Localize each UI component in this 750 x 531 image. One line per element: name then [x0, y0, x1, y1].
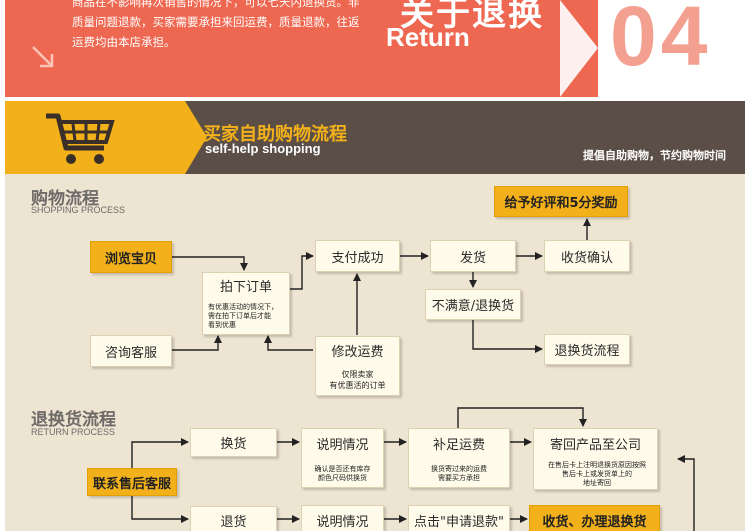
corner-arrow-icon: [32, 46, 54, 68]
step-unsatisfied: 不满意/退换货: [425, 289, 521, 320]
step-order: 拍下订单: [219, 280, 272, 295]
header-slogan: 提倡自助购物，节约购物时间: [583, 149, 726, 162]
banner-line: 商品在不影响再次销售的情况下，可以七天内退换货。非: [72, 0, 360, 9]
section-number: 04: [610, 0, 712, 83]
return-section-subtitle: RETURN PROCESS: [31, 427, 116, 437]
pay-note-line: 换货寄过来的运费: [431, 465, 487, 473]
order-note-line: 有优惠活动的情况下，: [208, 303, 278, 311]
order-note: 有优惠活动的情况下， 需在拍下订单后才能 看到优惠: [208, 303, 288, 330]
step-reward: 给予好评和5分奖励: [494, 186, 628, 217]
header-title: 买家自助购物流程: [203, 124, 347, 145]
step-ship: 发货: [430, 240, 516, 272]
header-arrow: [185, 101, 207, 174]
step-pay-box: [408, 428, 510, 488]
step-paid: 支付成功: [315, 240, 400, 272]
header-subtitle: self-help shopping: [205, 141, 321, 156]
step-consult: 咨询客服: [90, 335, 172, 367]
modify-note-line: 有优惠活的订单: [329, 381, 386, 390]
step-receive: 收货、办理退换货: [529, 505, 660, 531]
step-order-box: [202, 272, 290, 335]
send-note: 在售后卡上注明退换货原因按照 售后卡上或发货单上的 地址寄回: [536, 461, 658, 488]
shopping-section-title: 购物流程: [31, 189, 99, 209]
step-return-flow: 退换货流程: [544, 334, 630, 365]
explain1-note: 确认是否还有库存 颜色尺码供换货: [301, 465, 384, 483]
shopping-cart-icon: [46, 113, 115, 164]
order-note-line: 看到优惠: [208, 321, 236, 329]
step-exchange: 换货: [190, 428, 277, 457]
send-note-line: 在售后卡上注明退换货原因按照: [548, 461, 646, 469]
step-browse: 浏览宝贝: [90, 241, 172, 273]
step-modify: 修改运费: [331, 345, 384, 360]
banner-line: 运费均由本店承担。: [72, 35, 176, 49]
number-panel: [598, 0, 745, 97]
modify-note: 仅限卖家 有优惠活的订单: [315, 369, 400, 391]
order-note-line: 需在拍下订单后才能: [208, 312, 271, 320]
step-apply-refund: 点击"申请退款": [408, 505, 510, 531]
step-send-box: [533, 428, 658, 490]
pay-note-line: 需要买方承担: [438, 474, 480, 482]
banner-title-en: Return: [386, 22, 470, 52]
explain1-note-line: 确认是否还有库存: [314, 465, 371, 473]
send-note-line: 地址寄回: [583, 479, 611, 487]
step-explain1: 说明情况: [316, 438, 369, 453]
banner-line: 质量问题退款，买家需要承担来回运费，质量退款，往返: [72, 15, 360, 29]
step-pay-shipping: 补足运费: [432, 438, 485, 453]
shopping-section-subtitle: SHOPPING PROCESS: [31, 205, 126, 215]
step-contact-service: 联系售后客服: [87, 468, 177, 496]
modify-note-line: 仅限卖家: [341, 370, 374, 379]
step-explain2: 说明情况: [301, 505, 384, 531]
banner-notch: [560, 0, 598, 97]
step-modify-box: [315, 336, 400, 396]
explain1-note-line: 颜色尺码供换货: [318, 474, 367, 482]
banner-text: 商品在不影响再次销售的情况下，可以七天内退换货。非 质量问题退款，买家需要承担来…: [72, 0, 372, 52]
step-confirm: 收货确认: [544, 240, 630, 272]
send-note-line: 售后卡上或发货单上的: [562, 470, 632, 478]
pay-note: 换货寄过来的运费 需要买方承担: [408, 465, 510, 483]
banner-title-cn: 关于退换: [400, 0, 544, 34]
step-send-back: 寄回产品至公司: [549, 438, 641, 453]
step-explain1-box: [301, 428, 384, 488]
step-refund: 退货: [190, 506, 277, 531]
return-section-title: 退换货流程: [31, 410, 116, 430]
